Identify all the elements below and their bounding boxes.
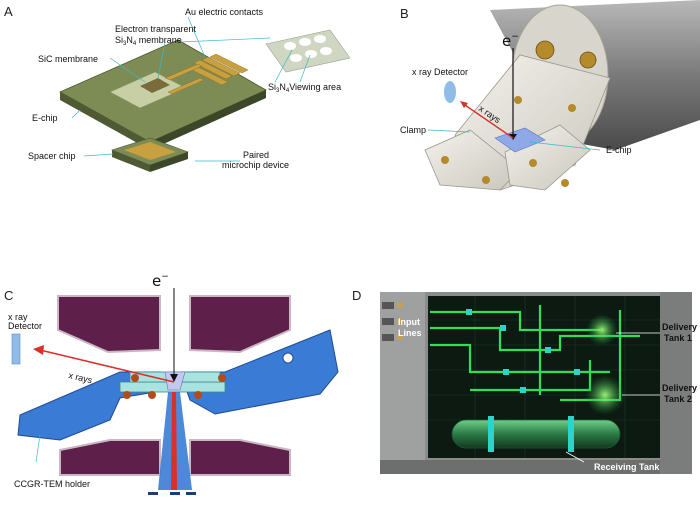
- panel-a-letter: A: [4, 4, 13, 19]
- xray-detector-label-line2: Detector: [8, 321, 42, 331]
- receiving-tank: [451, 419, 621, 449]
- panel-b: B e−: [400, 0, 700, 191]
- delivery-tank-2-label-line2: Tank 2: [664, 394, 692, 404]
- xray-detector-label-b: x ray Detector: [412, 67, 468, 77]
- panel-d-letter: D: [352, 288, 361, 303]
- au-contacts-label: Au electric contacts: [185, 7, 264, 17]
- membrane-label-line2: Si3N4 membrane: [115, 35, 182, 47]
- delivery-tank-1-label-line2: Tank 1: [664, 333, 692, 343]
- pole-pieces: [57, 295, 291, 476]
- cabinet: [380, 292, 692, 474]
- xray-detector-label-line1: x ray: [8, 312, 28, 322]
- panel-d: D: [352, 288, 697, 474]
- holder-illustration: [424, 0, 700, 191]
- viewing-area-label: Si3N4Viewing area: [268, 82, 341, 94]
- input-lines-label-line1: Input: [398, 317, 420, 327]
- input-line-connectors: [382, 302, 403, 341]
- holder-leader: [35, 434, 41, 463]
- receiving-tank-label: Receiving Tank: [594, 462, 660, 472]
- holder-label: CCGR-TEM holder: [14, 479, 90, 489]
- panel-a: A: [4, 4, 351, 172]
- electron-label-b: e−: [502, 32, 519, 50]
- membrane-label-line1: Electron transparent: [115, 24, 197, 34]
- xray-detector-b: [444, 81, 456, 103]
- panel-a-leaders: [71, 16, 311, 162]
- input-lines-label-line2: Lines: [398, 328, 422, 338]
- panel-c: C: [4, 272, 339, 495]
- panel-d-leaders: [565, 332, 660, 463]
- xrays-label-c: x rays: [68, 370, 94, 385]
- e-chip-illustration: [59, 39, 267, 150]
- au-contacts: [164, 53, 249, 95]
- paired-label-line1: Paired: [243, 150, 269, 160]
- delivery-tank-2: [585, 375, 625, 415]
- transmitted-beam-core: [171, 392, 177, 490]
- panel-b-letter: B: [400, 6, 409, 21]
- e-chip-label-b: E-chip: [606, 145, 632, 155]
- spacer-chip-illustration: [111, 137, 189, 172]
- xray-detector-c: [11, 333, 21, 365]
- delivery-tank-1-label-line1: Delivery: [662, 322, 697, 332]
- panel-c-letter: C: [4, 288, 13, 303]
- e-chip-label: E-chip: [32, 113, 58, 123]
- delivery-tank-2-label-line1: Delivery: [662, 383, 697, 393]
- e-chip-leader-b: [529, 141, 601, 151]
- paired-label-line2: microchip device: [222, 160, 289, 170]
- electron-label-c: e−: [152, 272, 169, 290]
- spacer-chip-label: Spacer chip: [28, 151, 76, 161]
- viewing-area-chip: [265, 29, 351, 73]
- xray-arrow-b: [461, 102, 514, 139]
- delivery-tank-1: [586, 314, 618, 346]
- clamp-leader: [427, 129, 471, 133]
- clamp-label: Clamp: [400, 125, 426, 135]
- xray-arrow-c: [39, 349, 175, 383]
- sic-membrane-label: SiC membrane: [38, 54, 98, 64]
